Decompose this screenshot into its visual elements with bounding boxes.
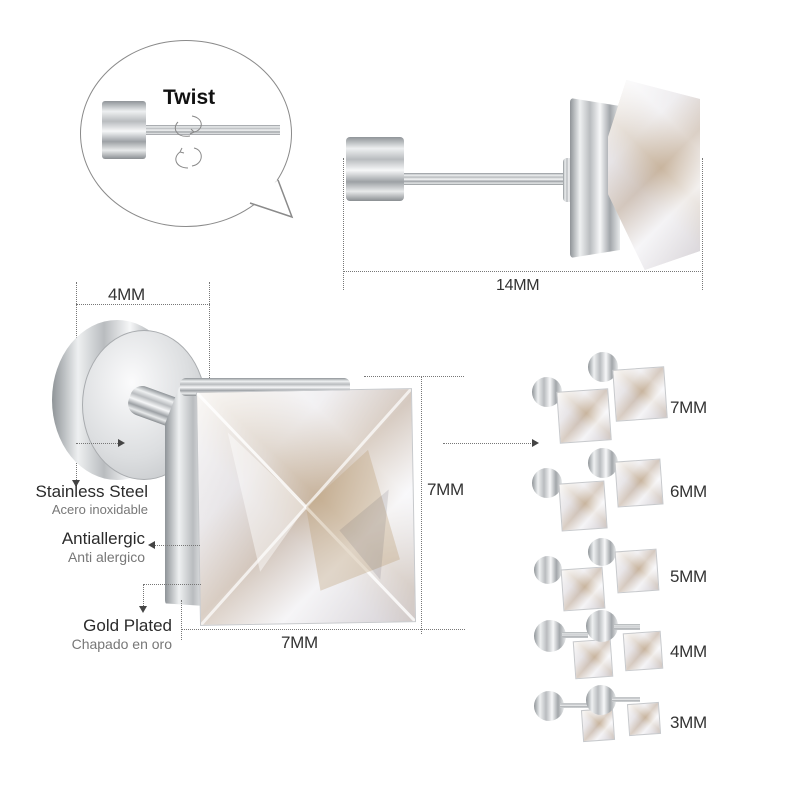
side-dim-left-tick [343,158,344,290]
back-cap [534,556,562,584]
side-length-label: 14MM [496,277,540,294]
feature-title: Antiallergic [61,529,145,548]
post [612,697,640,702]
gem-width-left-tick [181,600,182,640]
stainless-arrow-line [76,443,118,444]
size-variant-7mm [532,352,682,444]
rotate-arrows-icon [174,115,202,169]
main-gem [195,388,417,626]
back-dim-line [76,304,210,305]
size-label-4mm: 4MM [670,642,707,661]
antiallergic-arrow-line [155,545,200,546]
gem-height-label: 7MM [427,480,464,499]
gem [556,388,612,444]
back-cap [534,620,566,652]
back-cap [586,685,616,715]
bubble-tail [246,177,294,219]
feature-subtitle: Anti alergico [67,549,145,565]
gem-width-line [182,629,465,630]
back-width-label: 4MM [108,285,145,304]
gold-arrow-line-v [143,584,144,606]
back-cap [586,610,618,642]
stainless-down-arrow [72,480,80,487]
post [560,703,588,708]
sizes-arrow-line [443,443,533,444]
size-label-5mm: 5MM [670,567,707,586]
gem-width-label: 7MM [281,633,318,652]
post [562,632,588,638]
back-cap [532,468,562,498]
back-dim-right-tick [209,282,210,382]
gem [558,480,608,532]
size-label-6mm: 6MM [670,482,707,501]
feature-antiallergic: Antiallergic Anti alergico [0,529,145,565]
stainless-arrow-head [118,439,125,447]
size-label-7mm: 7MM [670,398,707,417]
twist-label: Twist [163,86,216,109]
bubble-post [146,125,280,135]
size-variant-5mm [532,538,682,612]
feature-title: Stainless Steel [35,482,148,501]
side-dim-right-tick [702,158,703,290]
gem-height-top-tick [364,376,464,377]
feature-subtitle: Chapado en oro [71,636,172,652]
back-cap [588,538,616,566]
side-view-post-collar [563,158,573,202]
side-dim-line [343,271,703,272]
gem [626,701,662,737]
gold-arrow-head [139,606,147,613]
gem-height-line [421,376,422,634]
size-variant-4mm [532,610,682,680]
back-cap [534,691,564,721]
gem [612,366,668,422]
back-cap [588,448,618,478]
feature-subtitle: Acero inoxidable [51,502,148,517]
gold-arrow-line-h [143,584,201,585]
antiallergic-arrow-head [148,541,155,549]
gem [622,630,664,672]
size-label-3mm: 3MM [670,713,707,732]
gem [614,548,660,594]
side-view-gem [608,80,700,270]
gem [560,566,606,612]
gem [614,458,664,508]
post [614,624,640,630]
bubble-back-cap [102,101,146,159]
size-variant-6mm [532,448,682,532]
size-variant-3mm [532,685,682,755]
side-view-back-cap [346,137,404,201]
feature-stainless-steel: Stainless Steel Acero inoxidable [0,482,148,517]
feature-title: Gold Plated [83,616,172,635]
sizes-arrow-head [532,439,539,447]
gem [572,638,614,680]
feature-gold-plated: Gold Plated Chapado en oro [0,616,172,652]
side-view-post [404,173,570,185]
